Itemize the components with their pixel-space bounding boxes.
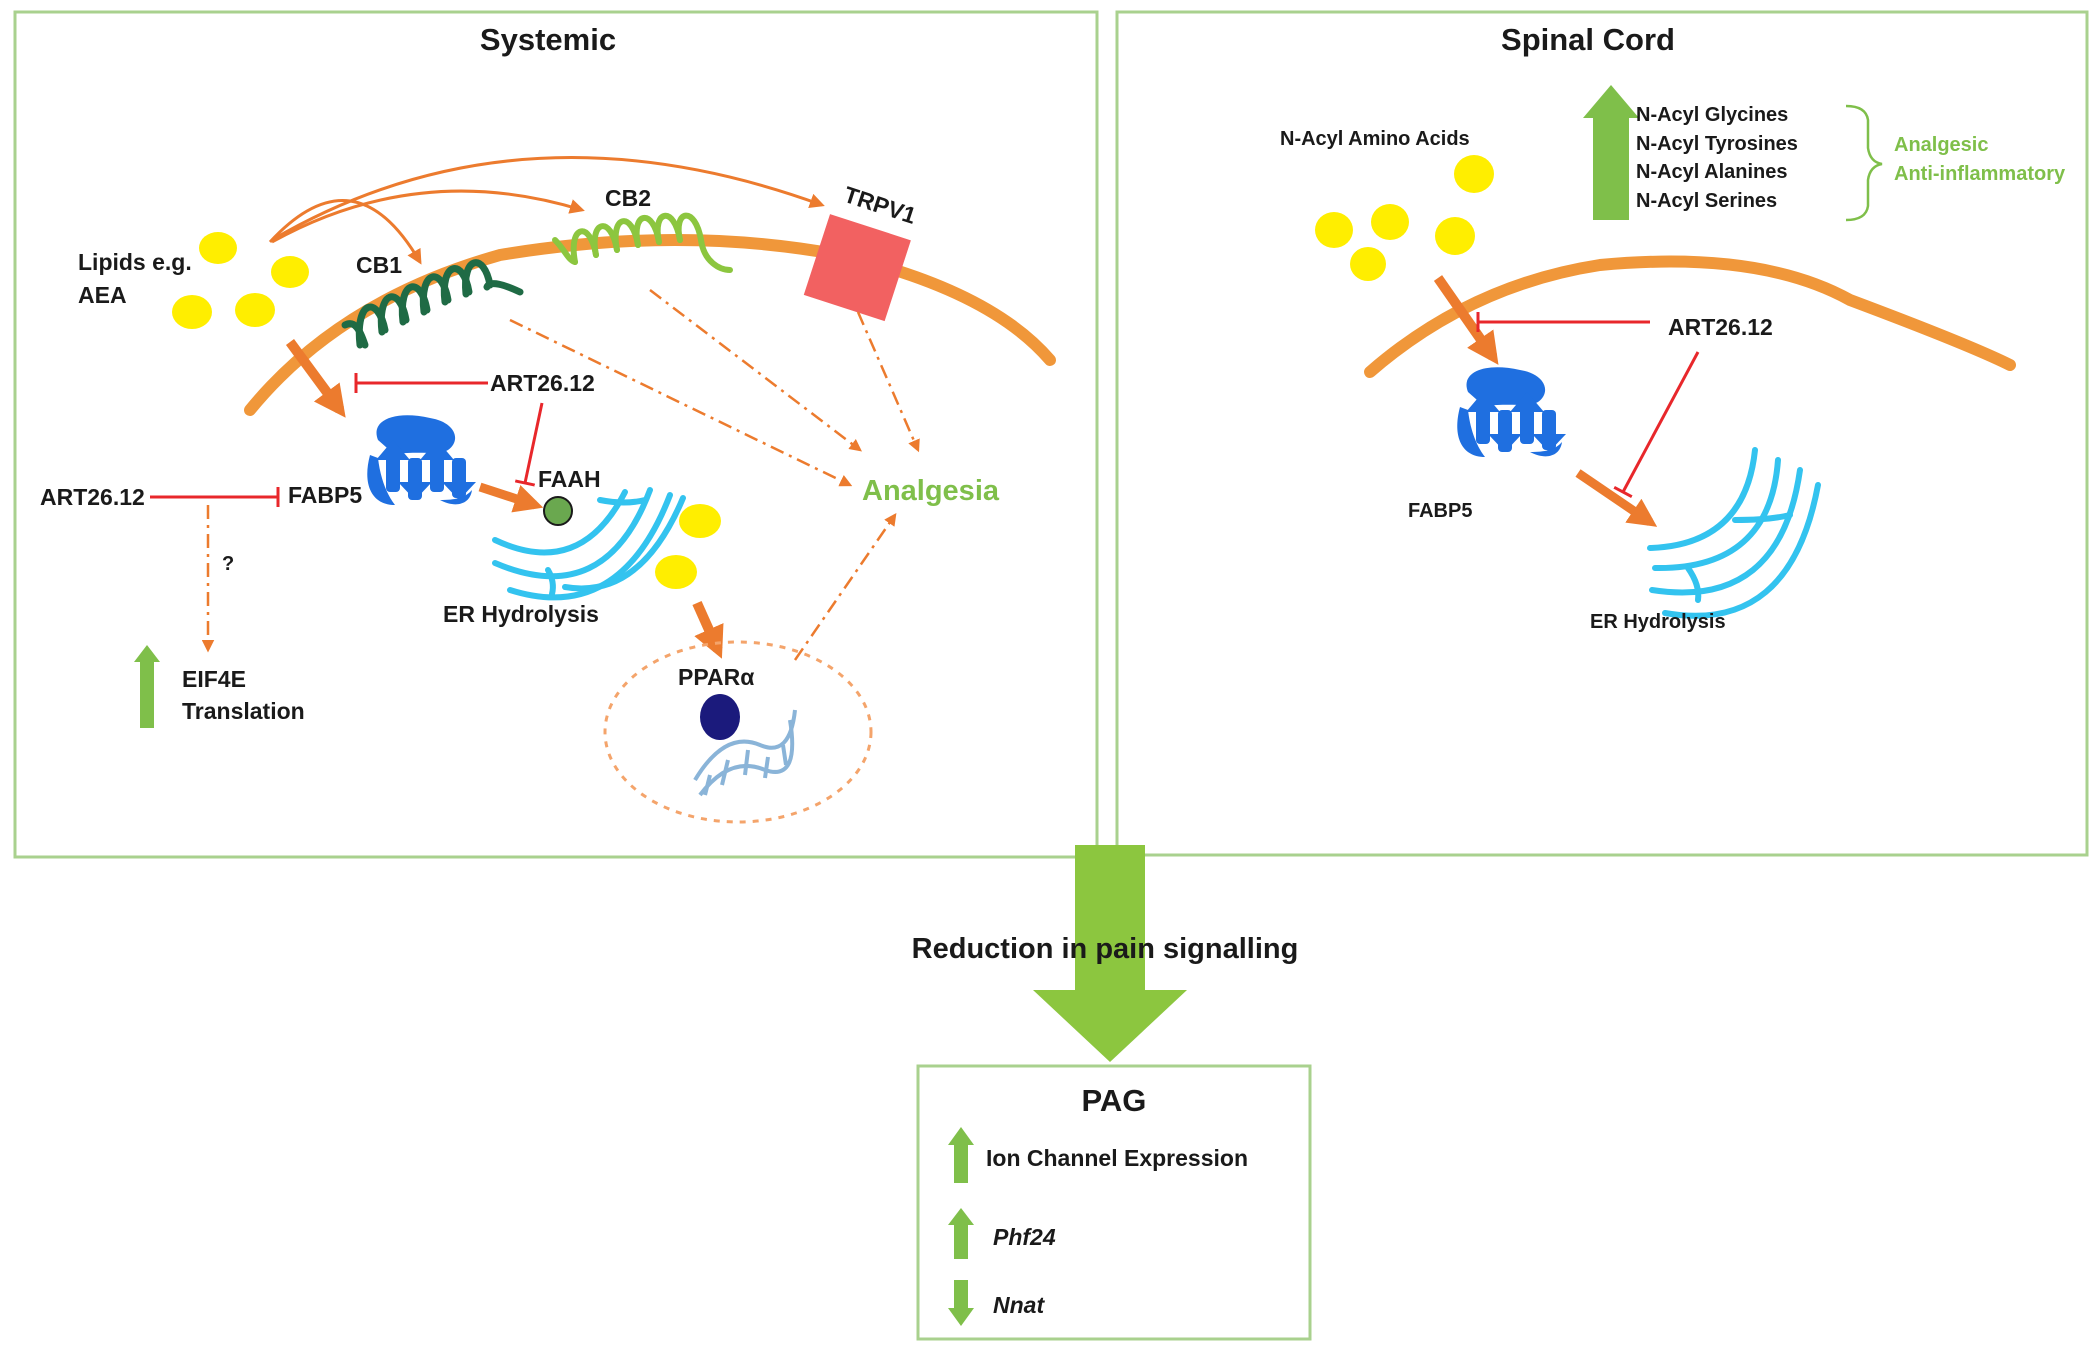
trpv1-channel — [803, 214, 911, 322]
anti-inflammatory-label: Anti-inflammatory — [1894, 163, 2066, 185]
art26-12-spinal-label: ART26.12 — [1668, 314, 1773, 340]
species-serines: N-Acyl Serines — [1636, 190, 1777, 212]
fabp5-protein — [367, 415, 476, 505]
systemic-panel — [13, 10, 1099, 859]
pag-title: PAG — [1082, 1083, 1147, 1118]
aea-label: AEA — [78, 282, 127, 308]
cb2-label: CB2 — [605, 185, 651, 211]
translation-label: Translation — [182, 698, 305, 724]
species-brace — [1845, 104, 1883, 222]
arrow-ppar-to-analgesia — [793, 512, 897, 661]
lipids-label: Lipids e.g. — [78, 249, 192, 275]
spinal-cord-title: Spinal Cord — [1501, 22, 1675, 57]
n-acyl-amino-acids-label: N-Acyl Amino Acids — [1280, 128, 1470, 150]
dna-helix — [693, 709, 797, 797]
inhibit-art-top-faah — [514, 402, 544, 487]
analgesia-label: Analgesia — [862, 475, 1000, 507]
lipid-molecules-er — [655, 504, 721, 589]
ppar-label: PPARα — [678, 664, 754, 690]
nnat-down-arrow — [948, 1280, 974, 1326]
n-acyl-up-arrow — [1583, 85, 1639, 220]
arrow-cb1-to-analgesia — [509, 318, 853, 487]
species-alanines: N-Acyl Alanines — [1636, 161, 1788, 183]
er-hydrolysis-spinal-label: ER Hydrolysis — [1590, 611, 1726, 633]
ion-channel-label: Ion Channel Expression — [986, 1145, 1248, 1171]
arrow-lipids-to-trpv1 — [271, 156, 825, 242]
cb1-receptor — [341, 259, 524, 349]
question-mark: ? — [222, 553, 234, 575]
cb2-receptor — [552, 212, 733, 273]
ppar-receptor — [700, 694, 740, 740]
arrow-amino-acids-into-cell — [1433, 275, 1499, 365]
eif4e-up-arrow — [134, 645, 160, 728]
arrow-lipids-to-ppar — [692, 600, 724, 659]
species-glycines: N-Acyl Glycines — [1636, 104, 1788, 126]
analgesic-label: Analgesic — [1894, 134, 1988, 156]
reduction-big-arrow — [1033, 845, 1187, 1062]
systemic-title: Systemic — [480, 22, 616, 57]
arrow-fabp5-to-er — [478, 482, 544, 513]
species-tyrosines: N-Acyl Tyrosines — [1636, 133, 1798, 155]
faah-label: FAAH — [538, 466, 601, 492]
spinal-cord-panel — [1115, 10, 2089, 857]
arrow-lipids-to-cb2 — [271, 189, 585, 244]
inhibit-art-spinal-er — [1613, 351, 1700, 499]
faah-enzyme — [543, 496, 573, 526]
eif4e-label: EIF4E — [182, 666, 246, 692]
fabp5-spinal-label: FABP5 — [1408, 500, 1472, 522]
lipid-molecules — [172, 232, 309, 329]
phf24-up-arrow — [948, 1208, 974, 1259]
arrow-fabp5-spinal-to-er — [1575, 469, 1658, 527]
amino-acid-molecules — [1315, 155, 1494, 281]
arrow-cb2-to-analgesia — [649, 289, 862, 452]
spinal-cell-membrane — [1364, 255, 2016, 378]
nnat-label: Nnat — [993, 1292, 1045, 1318]
er-spinal — [1647, 447, 1821, 619]
phf24-label: Phf24 — [993, 1224, 1056, 1250]
nucleus — [603, 640, 873, 824]
reduction-label: Reduction in pain signalling — [912, 933, 1299, 965]
er-systemic — [492, 487, 686, 601]
art26-12-left-label: ART26.12 — [40, 484, 145, 510]
fabp5-label: FABP5 — [288, 482, 362, 508]
art26-12-top-label: ART26.12 — [490, 370, 595, 396]
ion-channel-up-arrow — [948, 1127, 974, 1183]
arrow-lipids-into-cell — [285, 339, 346, 418]
arrow-trpv1-to-analgesia — [856, 311, 920, 453]
cb1-label: CB1 — [356, 252, 402, 278]
pag-panel — [916, 1064, 1312, 1341]
er-hydrolysis-systemic-label: ER Hydrolysis — [443, 601, 599, 627]
fabp5-spinal-protein — [1457, 367, 1566, 457]
